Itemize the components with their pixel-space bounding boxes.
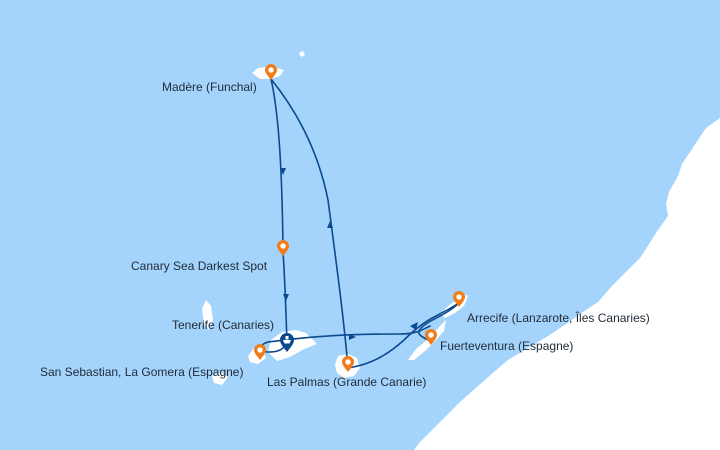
island-el-hierro [212, 372, 228, 385]
port-label-funchal: Madère (Funchal) [162, 80, 257, 94]
route-arrow-down-2 [283, 294, 289, 301]
african-coast [414, 118, 720, 450]
port-marker-darkest[interactable] [277, 240, 289, 256]
port-marker-laspalmas[interactable] [342, 356, 354, 372]
route-arrows [280, 168, 418, 340]
port-label-darkest: Canary Sea Darkest Spot [131, 259, 268, 273]
port-label-gomera: San Sebastian, La Gomera (Espagne) [40, 365, 244, 379]
route-leg-funchal-darkest [270, 78, 284, 251]
island-porto-santo [299, 51, 305, 57]
port-marker-fuerteventura[interactable] [425, 329, 437, 345]
route-arrow-ne [410, 322, 418, 330]
route-leg-fuerteventura-arrecife [418, 302, 460, 342]
route-leg-arrecife-laspalmas [347, 302, 460, 369]
port-label-arrecife: Arrecife (Lanzarote, Îles Canaries) [467, 311, 650, 325]
pin-center [456, 294, 462, 300]
pin-center [280, 243, 286, 249]
pin-center [428, 332, 434, 338]
route-arrow-up [327, 221, 333, 228]
port-label-tenerife: Tenerife (Canaries) [172, 318, 275, 332]
port-markers [254, 64, 465, 372]
island-la-palma [202, 300, 213, 330]
port-marker-arrecife[interactable] [453, 291, 465, 307]
pin-center [268, 67, 274, 73]
ship-icon [283, 336, 291, 344]
port-label-laspalmas: Las Palmas (Grande Canarie) [267, 375, 427, 389]
pin-center [257, 347, 263, 353]
route-leg-laspalmas-funchal [270, 78, 349, 369]
route-leg-tenerife-gomera-loop [259, 325, 431, 353]
port-marker-tenerife-home[interactable] [280, 333, 294, 352]
route-arrow-down-1 [280, 168, 286, 175]
route-arrow-right [349, 334, 356, 340]
port-label-fuerteventura: Fuerteventura (Espagne) [440, 339, 574, 353]
port-marker-gomera[interactable] [254, 344, 266, 360]
port-marker-funchal[interactable] [265, 64, 277, 80]
pin-center [345, 359, 351, 365]
